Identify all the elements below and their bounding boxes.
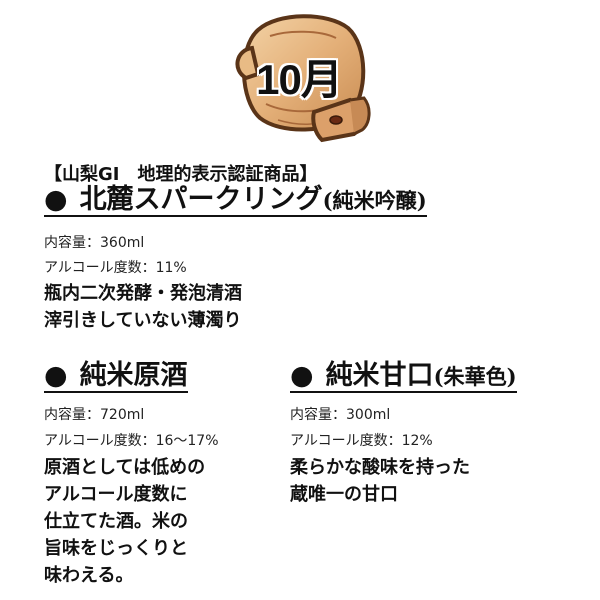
description-line: 味わえる。 xyxy=(44,565,134,586)
description-line: 旨味をじっくりと xyxy=(44,538,188,559)
description-line: 蔵唯一の甘口 xyxy=(290,484,398,505)
product-abv: アルコール度数：12% xyxy=(290,433,433,449)
description-line: 柔らかな酸味を持った xyxy=(290,457,470,478)
month-badge: 10月 xyxy=(218,8,380,148)
description-line: 瓶内二次発酵・発泡清酒 xyxy=(44,283,242,304)
product-description: 柔らかな酸味を持った 蔵唯一の甘口 xyxy=(290,454,470,508)
month-label: 10月 xyxy=(256,56,343,103)
product-abv: アルコール度数：16～17% xyxy=(44,433,219,449)
bullet-icon: ● xyxy=(290,360,314,391)
product-heading-junmai-genshu: ● 純米原酒 xyxy=(44,360,188,394)
product-subname: (朱華色) xyxy=(433,364,517,389)
product-subname: (純米吟醸) xyxy=(322,188,427,213)
product-heading-sparkling: ● 北麓スパークリング(純米吟醸) xyxy=(44,184,427,218)
barrel-icon xyxy=(235,14,371,143)
bullet-icon: ● xyxy=(44,184,68,215)
product-description: 瓶内二次発酵・発泡清酒 滓引きしていない薄濁り xyxy=(44,280,242,334)
description-line: 原酒としては低めの xyxy=(44,457,206,478)
product-name: 純米原酒 xyxy=(79,360,188,391)
product-name: 純米甘口 xyxy=(325,360,434,391)
product-abv: アルコール度数：11% xyxy=(44,260,187,276)
description-line: アルコール度数に xyxy=(44,484,188,505)
gi-certification-label: 【山梨GI 地理的表示認証商品】 xyxy=(44,164,318,185)
product-volume: 内容量：720ml xyxy=(44,407,145,423)
product-name: 北麓スパークリング xyxy=(79,184,323,215)
product-description: 原酒としては低めの アルコール度数に 仕立てた酒。米の 旨味をじっくりと 味わえ… xyxy=(44,454,205,589)
description-line: 滓引きしていない薄濁り xyxy=(44,310,242,331)
description-line: 仕立てた酒。米の xyxy=(44,511,188,532)
product-volume: 内容量：360ml xyxy=(44,235,145,251)
product-heading-junmai-amakuchi: ● 純米甘口(朱華色) xyxy=(290,360,517,394)
bullet-icon: ● xyxy=(44,360,68,391)
product-volume: 内容量：300ml xyxy=(290,407,391,423)
